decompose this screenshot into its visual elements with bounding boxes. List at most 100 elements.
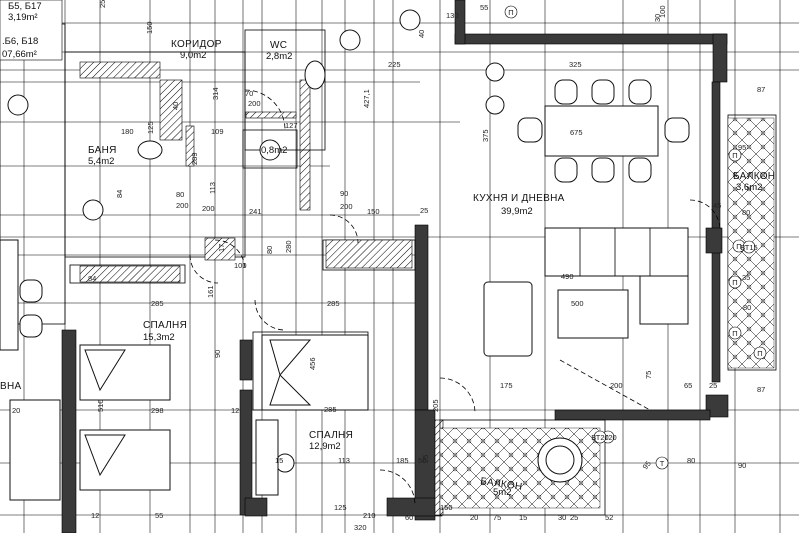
marker-label: ВТ20	[599, 433, 616, 442]
marker-label: Т	[660, 459, 665, 468]
room-labels: КОРИДОР 9,0m2 WC 2,8m2 БАНЯ 5,4m2 0,8m2 …	[0, 0, 775, 498]
neighbor-top-units: Б5, Б17	[8, 1, 42, 12]
dimension-label: 25	[570, 513, 578, 522]
dimension-label: 90	[340, 189, 348, 198]
dimension-label: 40	[171, 102, 180, 110]
dimension-label: 100	[234, 261, 247, 270]
dimension-label: 35	[742, 273, 750, 282]
bedroom-left-name: СПАЛНЯ	[143, 320, 187, 331]
dimension-label: 180	[121, 127, 134, 136]
dimension-label: 200	[248, 99, 261, 108]
marker-circle	[504, 5, 518, 19]
balcony-bottom-area: 5m2	[493, 487, 511, 498]
neighbor-area-top: 3,19m²	[8, 12, 38, 23]
dimension-label: 12	[231, 406, 239, 415]
dimension-label: 84	[88, 274, 96, 283]
dimension-label: 325	[569, 60, 582, 69]
bedroom-mid-name: СПАЛНЯ	[309, 430, 353, 441]
dimension-label: 95	[738, 143, 746, 152]
marker-label: П	[732, 151, 737, 160]
dimension-label: 150	[440, 503, 453, 512]
dimension-label: 15	[275, 456, 283, 465]
marker-label: П	[732, 329, 737, 338]
corridor-area: 9,0m2	[180, 50, 206, 61]
furniture	[0, 9, 775, 509]
dimension-label: 75	[493, 513, 501, 522]
dimension-label: 25	[98, 0, 107, 8]
dimension-label: 113	[338, 456, 350, 465]
dimension-label: 55	[155, 511, 163, 520]
dining-chairs	[517, 79, 690, 183]
dimension-label: 200	[202, 204, 215, 213]
bed-left	[79, 344, 171, 491]
dimension-label: 314	[211, 87, 220, 100]
neighbor-furniture	[0, 239, 61, 501]
dimension-label: 45	[713, 201, 721, 210]
dimension-label: 12	[91, 511, 99, 520]
balcony-right-name: БАЛКОН	[733, 171, 775, 182]
marker-circle	[728, 275, 742, 289]
dimension-label: 52	[605, 513, 613, 522]
wardrobes	[79, 61, 413, 283]
dimension-label: 80	[687, 456, 695, 465]
wc-name: WC	[270, 40, 287, 51]
dimension-label: 80	[743, 303, 751, 312]
marker-label: ВТ20	[591, 433, 608, 442]
armchair	[483, 281, 533, 357]
closet-area: 0,8m2	[261, 145, 287, 156]
marker-label: П	[736, 242, 741, 251]
dimension-label: 427,1	[362, 89, 371, 108]
dimension-label: 90	[213, 350, 222, 358]
dimension-label: 113	[208, 182, 217, 194]
dimension-label: 125	[146, 121, 155, 134]
bath-name: БАНЯ	[88, 145, 117, 156]
marker-circle	[655, 456, 669, 470]
bedroom-left-area: 15,3m2	[143, 332, 175, 343]
dimension-label: 84	[115, 190, 124, 198]
bath-area: 5,4m2	[88, 156, 114, 167]
dimension-label: 298	[151, 406, 164, 415]
dimension-label: 80	[265, 246, 274, 254]
dimension-label: 90	[738, 461, 746, 470]
dimension-label: 225	[388, 60, 401, 69]
marker-circle	[728, 326, 742, 340]
dimension-label: 109	[211, 127, 224, 136]
neighbor-units: .Б6, Б18	[2, 36, 38, 47]
dimension-label: 150	[145, 21, 154, 34]
marker-label: ВТ15	[740, 243, 757, 252]
dimension-label: 40	[417, 30, 426, 38]
corridor-name: КОРИДОР	[171, 39, 222, 50]
dimension-label: 130	[446, 11, 459, 20]
dimension-label: 25	[420, 206, 428, 215]
kitchen-area: 39,9m2	[501, 206, 533, 217]
dimension-label: 210	[363, 511, 376, 520]
dimension-label: 60	[405, 513, 413, 522]
sofa	[544, 227, 689, 325]
dimension-label: 375	[481, 129, 490, 142]
coffee-table	[557, 289, 629, 339]
dimension-label: 200	[610, 381, 623, 390]
balcony-right-area: 3,6m2	[736, 182, 762, 193]
plant	[485, 62, 505, 82]
marker-circle	[753, 346, 767, 360]
dimension-label: 65	[684, 381, 692, 390]
dimension-label: 200	[340, 202, 353, 211]
dimension-label: 125	[334, 503, 347, 512]
dimension-label: 185	[396, 456, 409, 465]
dimension-label: 50	[418, 456, 426, 465]
dimension-label: 25	[421, 455, 430, 463]
dimension-label: 30	[558, 513, 566, 522]
dimension-label: 25	[709, 381, 717, 390]
dimension-label: 200	[176, 201, 189, 210]
dimension-label: 280	[284, 240, 293, 253]
dimension-label: 87	[757, 85, 765, 94]
dimension-label: 55	[480, 3, 488, 12]
bathroom-fixtures	[7, 9, 421, 221]
dimension-label: 285	[324, 405, 337, 414]
marker-label: П	[732, 278, 737, 287]
dimension-label: 241	[249, 207, 262, 216]
marker-circle	[593, 430, 607, 444]
